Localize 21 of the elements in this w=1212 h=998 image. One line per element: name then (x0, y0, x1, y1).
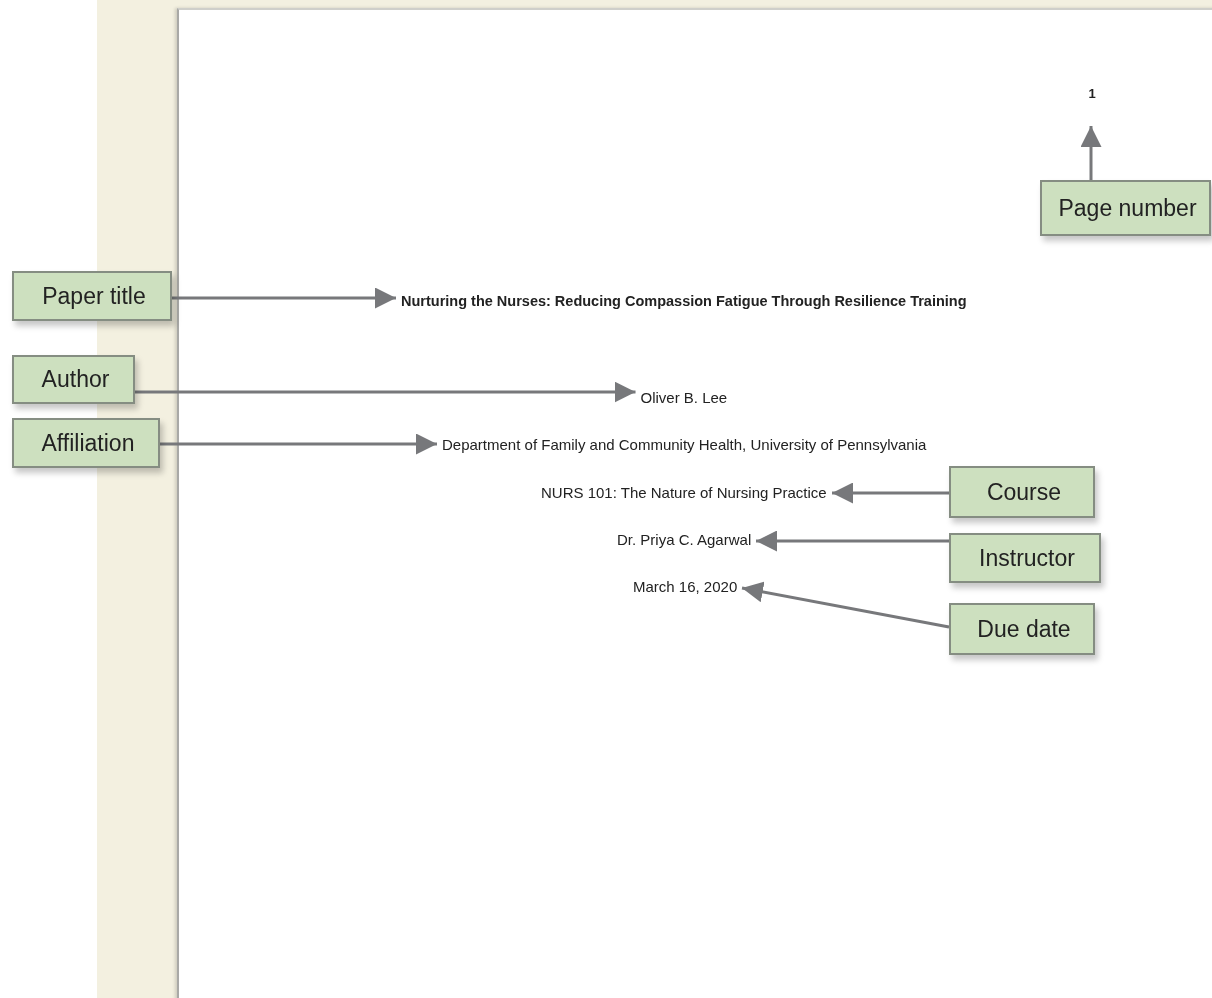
arrow (832, 482, 949, 504)
document-text: NURS 101: The Nature of Nursing Practice (536, 481, 832, 503)
document-text: March 16, 2020 (628, 575, 743, 597)
callout-label: Paper title (12, 271, 172, 321)
callout-label: Course (949, 466, 1095, 518)
arrow (172, 287, 396, 309)
arrow (1080, 126, 1102, 180)
document-text: Department of Family and Community Health, University of Pennsylvania (437, 433, 932, 455)
callout-label: Page number (1040, 180, 1211, 236)
document-text: Dr. Priya C. Agarwal (612, 528, 757, 550)
document-text: Oliver B. Lee (635, 386, 733, 408)
arrow (756, 530, 949, 552)
callout-label: Instructor (949, 533, 1101, 583)
callout-label: Due date (949, 603, 1095, 655)
arrow (741, 581, 950, 629)
arrow (160, 433, 437, 455)
arrow (135, 381, 636, 403)
paper-title: Nurturing the Nurses: Reducing Compassion Fatigue Through Resilience Training (396, 288, 972, 314)
page-number: 1 (1080, 86, 1104, 126)
callout-label: Author (12, 355, 135, 404)
callout-label: Affiliation (12, 418, 160, 468)
